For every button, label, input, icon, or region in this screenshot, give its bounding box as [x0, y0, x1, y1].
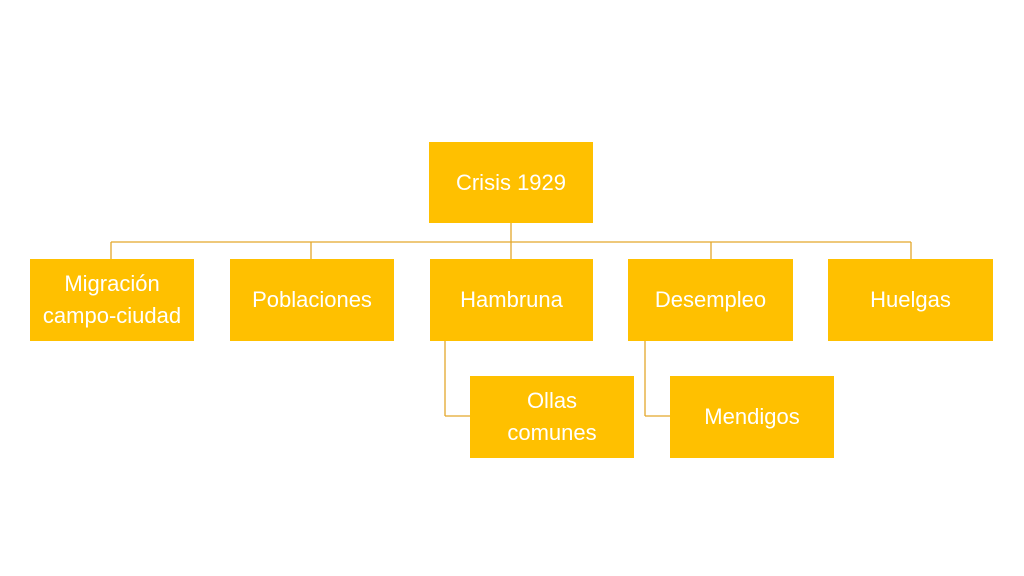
- node-ollas-comunes: Ollas comunes: [470, 376, 634, 458]
- node-desempleo-label: Desempleo: [654, 287, 767, 312]
- node-poblaciones-label: Poblaciones: [252, 287, 372, 312]
- node-root: Crisis 1929: [429, 142, 593, 223]
- node-poblaciones: Poblaciones: [230, 259, 394, 341]
- node-huelgas-label: Huelgas: [870, 287, 951, 312]
- node-hambruna: Hambruna: [430, 259, 593, 341]
- node-migracion-label: Migración campo-ciudad: [42, 271, 182, 328]
- node-hambruna-label: Hambruna: [460, 287, 563, 312]
- node-mendigos: Mendigos: [670, 376, 834, 458]
- node-root-label: Crisis 1929: [455, 169, 567, 195]
- node-ollas-comunes-label: Ollas comunes: [507, 388, 597, 445]
- node-mendigos-label: Mendigos: [704, 404, 800, 429]
- node-huelgas: Huelgas: [828, 259, 993, 341]
- node-migracion: Migración campo-ciudad: [30, 259, 194, 341]
- node-desempleo: Desempleo: [628, 259, 793, 341]
